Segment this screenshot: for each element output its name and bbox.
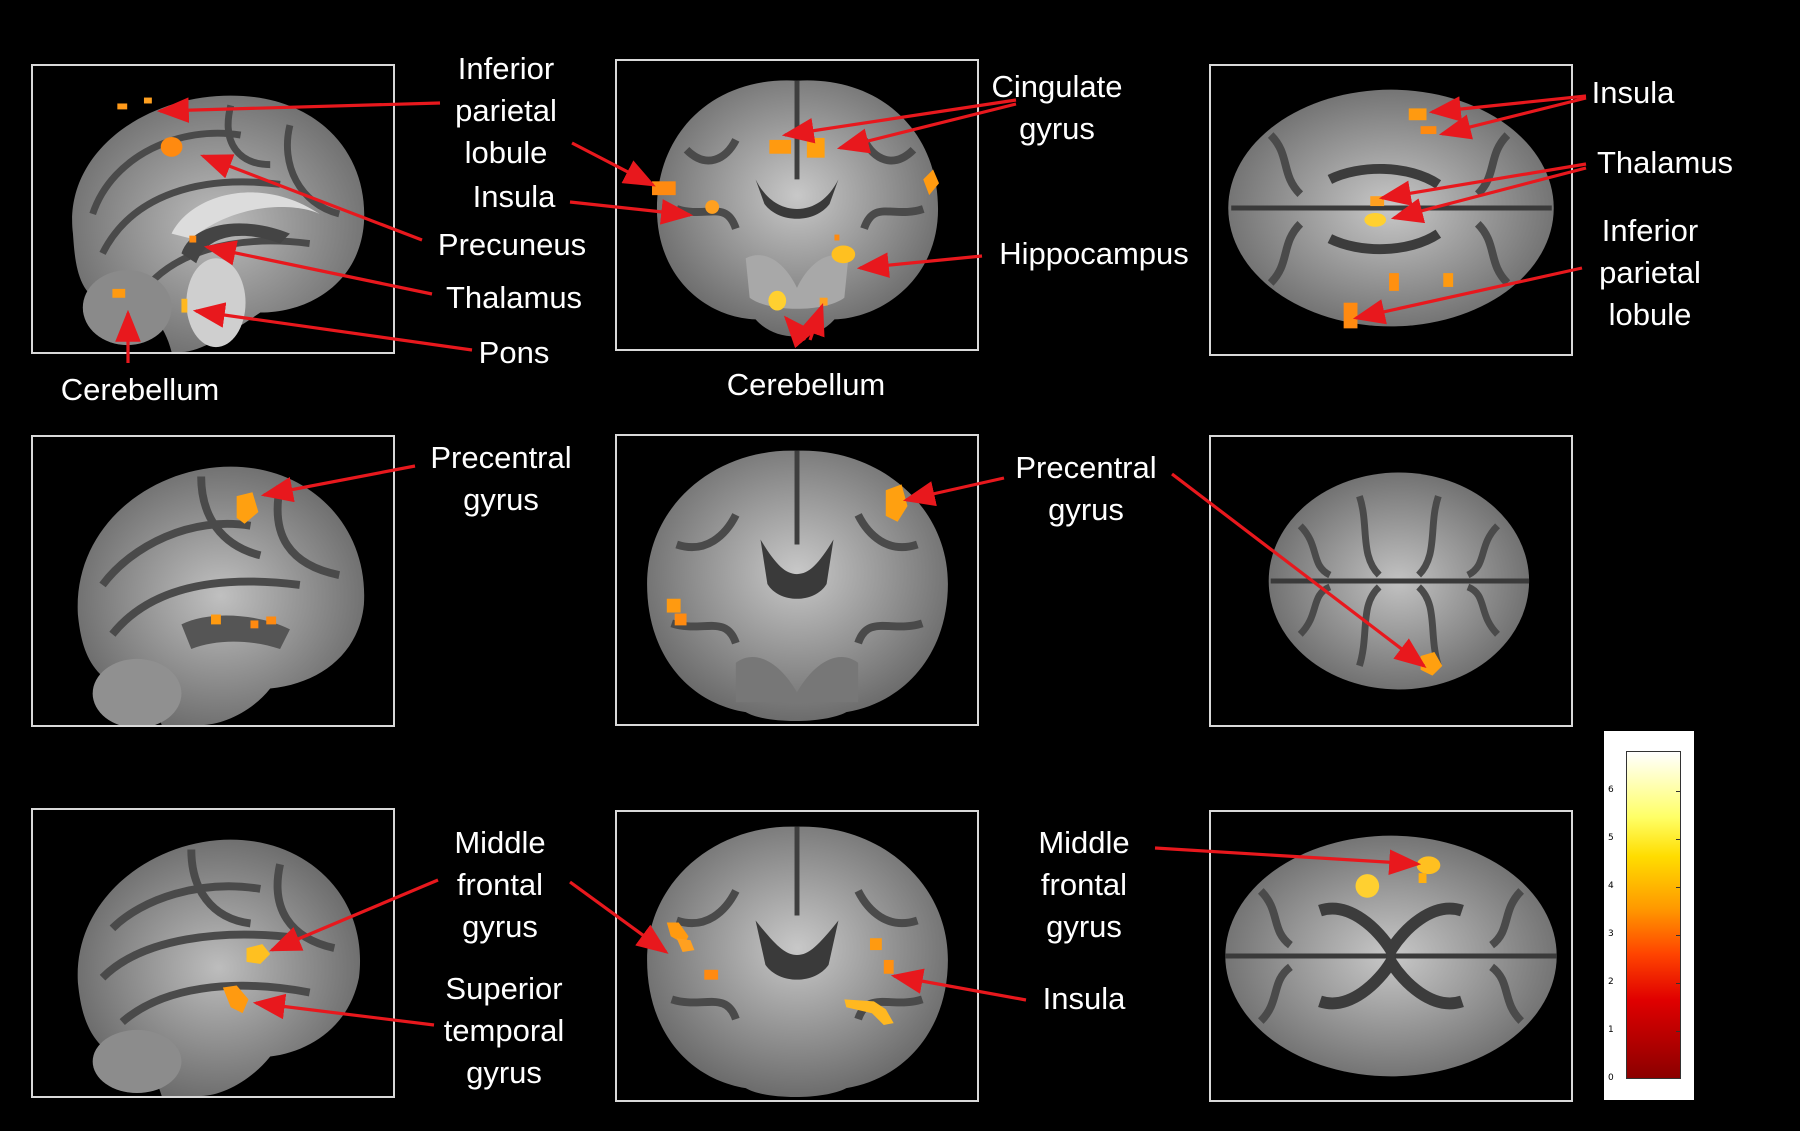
panel-axial-bottom bbox=[1209, 810, 1573, 1102]
colorbar-gradient bbox=[1626, 751, 1681, 1079]
label-precentral-gyrus-coronal: Precentral gyrus bbox=[1015, 450, 1157, 527]
label-middle-frontal-gyrus-sagittal: Middle frontal gyrus bbox=[454, 825, 546, 944]
colorbar-tick: 6 bbox=[1608, 785, 1614, 795]
panel-sagittal-bottom bbox=[31, 808, 395, 1098]
brain-coronal-image bbox=[652, 80, 940, 337]
colorbar-tick: 1 bbox=[1608, 1025, 1614, 1035]
brain-sagittal-image bbox=[72, 95, 365, 352]
label-superior-temporal-gyrus: Superior temporal gyrus bbox=[443, 971, 565, 1090]
label-inferior-parietal-lobule-axial: Inferior parietal lobule bbox=[1599, 213, 1701, 332]
label-cerebellum: Cerebellum bbox=[60, 372, 220, 407]
colorbar-tick: 0 bbox=[1608, 1073, 1614, 1083]
colorbar-tick: 2 bbox=[1608, 977, 1614, 987]
label-middle-frontal-gyrus-axial: Middle frontal gyrus bbox=[1038, 825, 1130, 944]
label-thalamus-axial: Thalamus bbox=[1596, 145, 1734, 180]
panel-coronal-middle bbox=[615, 434, 979, 726]
label-precentral-gyrus-sagittal: Precentral gyrus bbox=[430, 440, 572, 517]
label-hippocampus: Hippocampus bbox=[999, 236, 1189, 271]
label-insula-coronal-bottom: Insula bbox=[1042, 981, 1126, 1016]
brain-coronal-image bbox=[647, 450, 948, 722]
label-pons: Pons bbox=[478, 335, 550, 370]
label-thalamus: Thalamus bbox=[445, 280, 583, 315]
colorbar: 6 5 4 3 2 1 0 bbox=[1604, 731, 1694, 1100]
panel-coronal-top bbox=[615, 59, 979, 351]
brain-axial-image bbox=[1225, 835, 1557, 1077]
panel-coronal-bottom bbox=[615, 810, 979, 1102]
label-precuneus: Precuneus bbox=[437, 227, 587, 262]
label-cerebellum-coronal: Cerebellum bbox=[726, 367, 886, 402]
panel-axial-middle bbox=[1209, 435, 1573, 727]
label-inferior-parietal-lobule: Inferior parietal lobule bbox=[455, 51, 557, 170]
brain-axial-image bbox=[1268, 472, 1530, 690]
colorbar-tick: 5 bbox=[1608, 833, 1614, 843]
brain-sagittal-image bbox=[77, 466, 365, 725]
label-insula-axial: Insula bbox=[1591, 75, 1675, 110]
label-insula: Insula bbox=[472, 179, 556, 214]
colorbar-tick: 4 bbox=[1608, 881, 1614, 891]
panel-axial-top bbox=[1209, 64, 1573, 356]
brain-coronal-image bbox=[647, 826, 948, 1098]
panel-sagittal-top bbox=[31, 64, 395, 354]
panel-sagittal-middle bbox=[31, 435, 395, 727]
brain-axial-image bbox=[1228, 89, 1554, 329]
label-cingulate-gyrus: Cingulate gyrus bbox=[991, 69, 1123, 146]
colorbar-tick: 3 bbox=[1608, 929, 1614, 939]
brain-sagittal-image bbox=[77, 839, 361, 1096]
